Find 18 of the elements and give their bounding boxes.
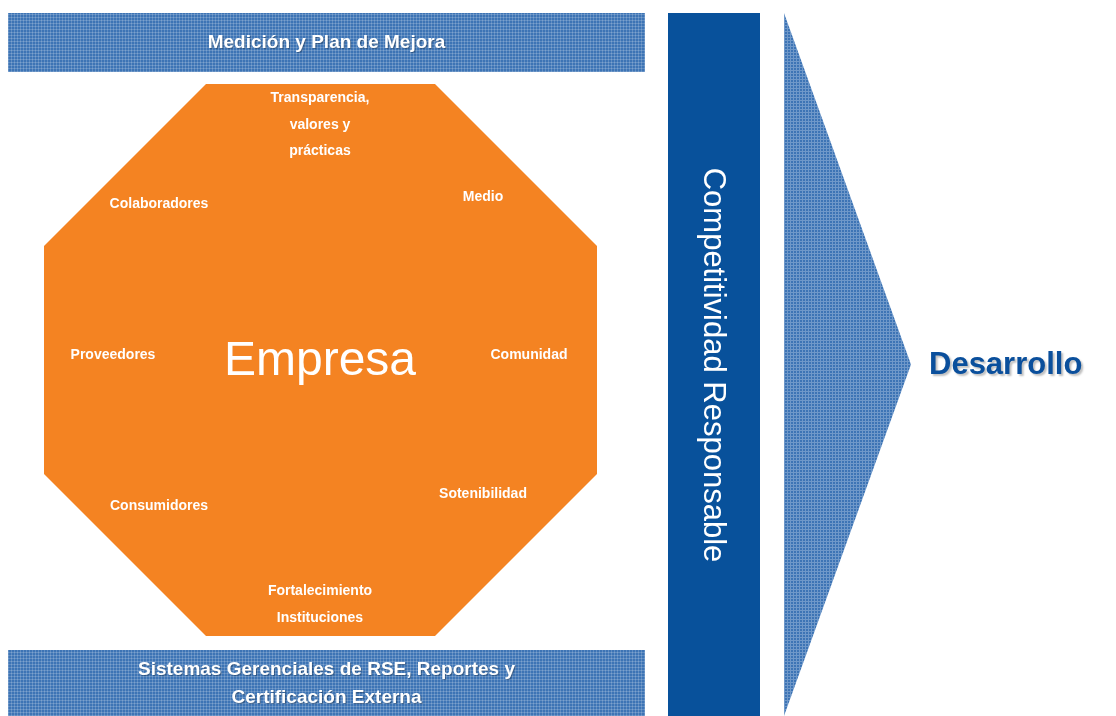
header-band bbox=[8, 13, 645, 72]
octagon-shape bbox=[44, 84, 597, 636]
category-label: Proveedores bbox=[70, 346, 156, 362]
category-label: Sotenibilidad bbox=[439, 485, 527, 501]
category-label: Fortalecimiento Instituciones bbox=[266, 581, 374, 627]
category-label: Transparencia, valores y prácticas bbox=[269, 88, 371, 161]
category-label: Consumidores bbox=[110, 497, 208, 513]
outcome-label: Desarrollo bbox=[929, 345, 1083, 382]
band-title: Medición y Plan de Mejora bbox=[206, 30, 447, 55]
footer-band bbox=[8, 650, 645, 716]
center-label: Empresa bbox=[223, 330, 417, 386]
category-label: Colaboradores bbox=[109, 195, 209, 211]
band-title: Sistemas Gerenciales de RSE, Reportes y Certificación Externa bbox=[137, 656, 516, 709]
category-label: Comunidad bbox=[490, 346, 568, 362]
category-label: Medio bbox=[462, 188, 504, 204]
vertical-label: Competitividad Responsable bbox=[696, 167, 732, 562]
vertical-bar bbox=[668, 13, 760, 716]
chevron-triangle bbox=[784, 13, 911, 716]
